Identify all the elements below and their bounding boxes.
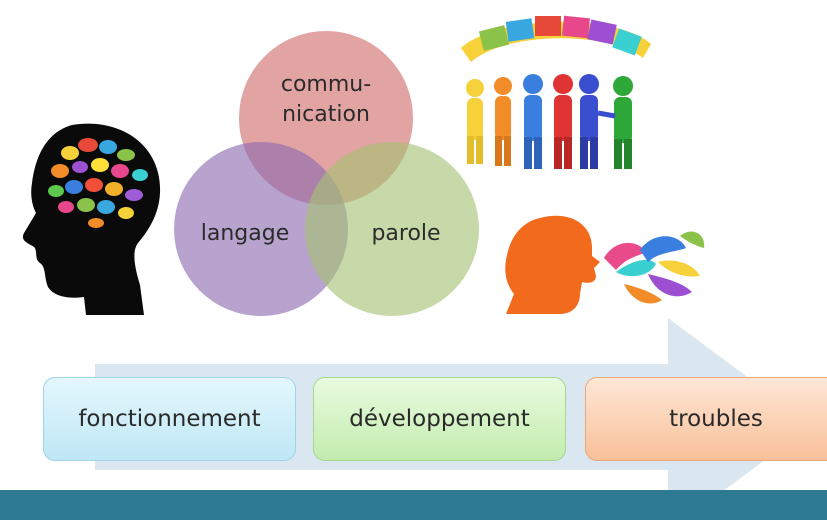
puzzle-people-icon xyxy=(461,15,651,169)
venn-circle-langage xyxy=(174,142,348,316)
venn-label-communication: commu- nication xyxy=(266,70,386,130)
step-developpement: développement xyxy=(313,377,566,461)
step-troubles: troubles xyxy=(585,377,827,461)
venn-label-parole: parole xyxy=(371,221,441,246)
venn-label-langage: langage xyxy=(200,221,290,246)
venn-label-line1: commu- xyxy=(280,72,372,97)
venn-label-line2: nication xyxy=(282,102,370,127)
venn-circle-parole xyxy=(305,142,479,316)
brain-head-icon xyxy=(22,123,161,315)
speaking-head-icon xyxy=(505,215,705,314)
step-fonctionnement: fonctionnement xyxy=(43,377,296,461)
footer-band xyxy=(0,490,827,520)
